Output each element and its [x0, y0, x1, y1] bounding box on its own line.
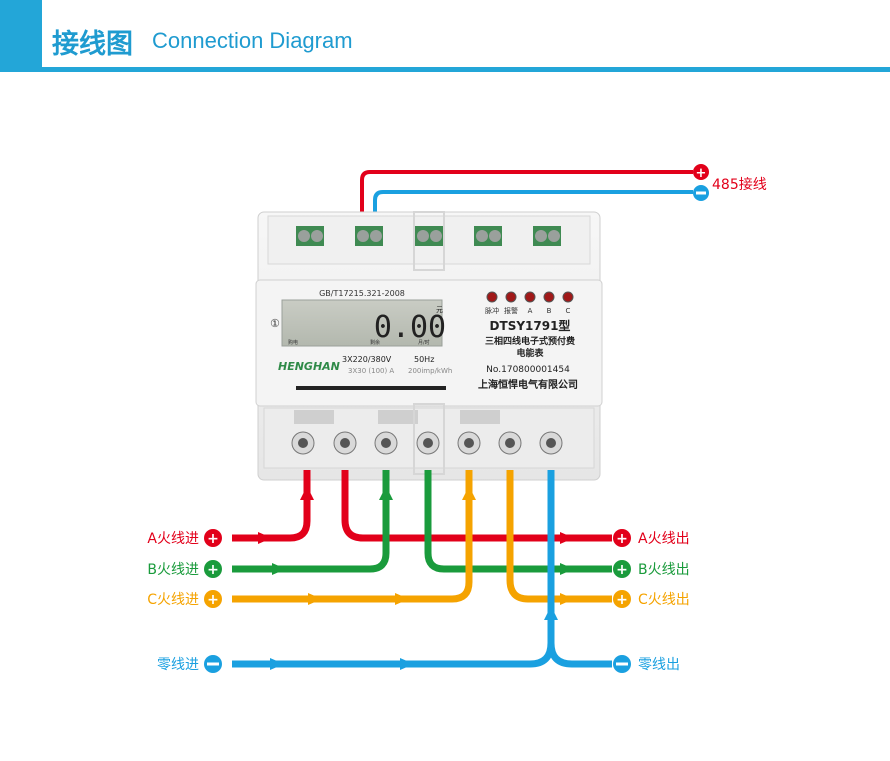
lcd-sub-right: 月/时: [418, 339, 430, 346]
svg-text:+: +: [616, 562, 628, 578]
svg-text:+: +: [696, 166, 707, 181]
phase-a-in-marker: +: [204, 529, 222, 547]
phase-a-out-wire: [341, 470, 612, 542]
meter-constant: 200imp/kWh: [408, 367, 452, 375]
rs485-positive-marker: +: [693, 164, 709, 181]
led-label-pulse: 脉冲: [485, 306, 499, 315]
phase-c-out-label: C火线出: [638, 592, 690, 608]
phase-a-in-wire: [232, 470, 311, 542]
serial-number: No.170800001454: [486, 365, 570, 375]
phase-a-out-label: A火线出: [638, 531, 690, 547]
led-label-c: C: [566, 307, 571, 315]
led-label-alarm: 报警: [504, 306, 518, 315]
rs485-negative-marker: [693, 185, 709, 201]
bottom-terminal-block: [291, 410, 563, 455]
lcd-unit: 元: [436, 306, 443, 314]
rs485-negative-wire: [373, 190, 693, 212]
phase-b-in-label: B火线进: [147, 562, 199, 578]
meter-standard: GB/T17215.321-2008: [319, 289, 405, 298]
neutral-out-marker: [613, 655, 631, 673]
lcd-sub-mid: 剩余: [370, 339, 380, 346]
circle-mark: ①: [270, 317, 280, 330]
brand-logo: HENGHAN: [278, 360, 340, 373]
top-terminal-block: [296, 226, 561, 246]
phase-c-out-wire: [506, 470, 612, 603]
manufacturer-name: 上海恒悍电气有限公司: [478, 378, 578, 391]
svg-text:+: +: [207, 562, 219, 578]
rs485-positive-wire: [360, 170, 693, 212]
header-underline: [42, 67, 890, 72]
rated-current: 3X30 (100) A: [348, 367, 394, 375]
page-title-chinese: 接线图: [52, 29, 133, 60]
header-accent-block: [0, 0, 42, 72]
led-label-b: B: [547, 307, 552, 315]
indicator-leds: 脉冲 报警 A B C: [485, 291, 574, 315]
phase-c-out-marker: +: [613, 590, 631, 608]
meter-description-2: 电能表: [516, 347, 544, 359]
meter-description-1: 三相四线电子式预付费: [485, 335, 575, 347]
neutral-out-label: 零线出: [638, 657, 680, 673]
neutral-in-marker: [204, 655, 222, 673]
phase-a-in-label: A火线进: [147, 531, 199, 547]
phase-b-in-wire: [232, 470, 390, 573]
phase-c-in-label: C火线进: [147, 592, 199, 608]
phase-b-out-marker: +: [613, 560, 631, 578]
svg-text:+: +: [616, 531, 628, 547]
lcd-reading: 0.00: [374, 310, 446, 345]
lcd-sub-left: 购电: [288, 339, 298, 346]
led-label-a: A: [528, 307, 533, 315]
rated-frequency: 50Hz: [414, 355, 434, 364]
page-title-english: Connection Diagram: [152, 28, 353, 53]
svg-text:+: +: [616, 592, 628, 608]
rs485-label: 485接线: [712, 176, 767, 193]
header-bar: 接线图 Connection Diagram: [0, 0, 890, 72]
neutral-in-label: 零线进: [157, 657, 199, 673]
energy-meter: GB/T17215.321-2008 0.00 元 购电 剩余 月/时 ① 脉冲…: [255, 211, 603, 481]
neutral-out-wire: [547, 642, 612, 668]
phase-a-out-marker: +: [613, 529, 631, 547]
phase-b-out-label: B火线出: [638, 562, 690, 578]
rated-voltage: 3X220/380V: [342, 355, 392, 364]
phase-b-out-wire: [424, 470, 612, 573]
phase-c-in-wire: [232, 470, 473, 603]
svg-text:+: +: [207, 592, 219, 608]
phase-b-in-marker: +: [204, 560, 222, 578]
svg-text:+: +: [207, 531, 219, 547]
phase-c-in-marker: +: [204, 590, 222, 608]
meter-model: DTSY1791型: [490, 318, 571, 333]
